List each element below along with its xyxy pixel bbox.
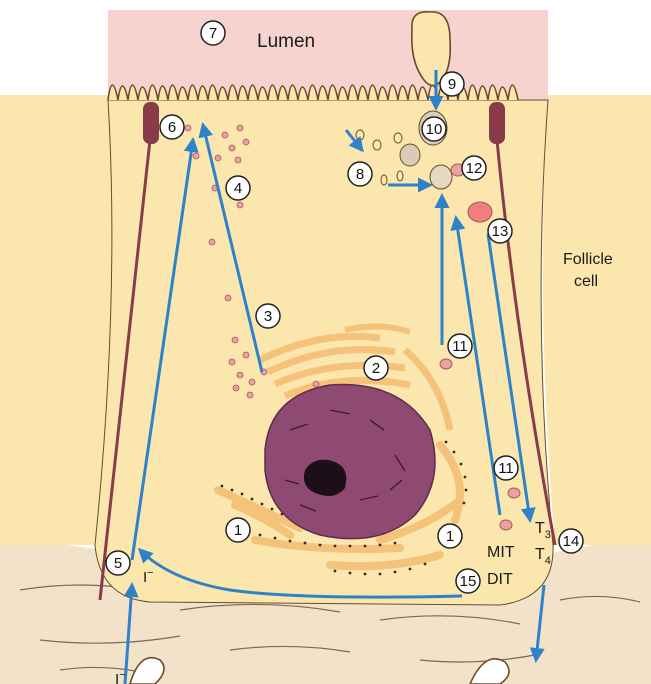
step-marker-5: 5 xyxy=(106,551,130,575)
step-marker-9: 9 xyxy=(440,72,464,96)
left-follicle-cell xyxy=(0,95,112,545)
step-marker-2: 2 xyxy=(364,356,388,380)
step-number: 13 xyxy=(492,223,509,240)
step-marker-1: 1 xyxy=(438,524,462,548)
step-marker-4: 4 xyxy=(226,176,250,200)
t3-subscript: 3 xyxy=(545,529,551,541)
t4-letter: T xyxy=(535,546,545,563)
step-marker-10: 10 xyxy=(422,117,446,141)
step-number: 14 xyxy=(563,533,580,550)
step-number: 10 xyxy=(426,121,443,138)
follicle-label-line2: cell xyxy=(574,273,598,290)
step-number: 6 xyxy=(168,119,176,136)
step-marker-7: 7 xyxy=(201,21,225,45)
nucleus xyxy=(265,385,435,539)
step-marker-3: 3 xyxy=(256,304,280,328)
step-number: 1 xyxy=(446,528,454,545)
step-marker-13: 13 xyxy=(488,219,512,243)
step-number: 9 xyxy=(448,76,456,93)
step-number: 7 xyxy=(209,25,217,42)
step-marker-8: 8 xyxy=(348,162,372,186)
step-number: 1 xyxy=(234,522,242,539)
step-number: 2 xyxy=(372,360,380,377)
lumen-label: Lumen xyxy=(257,31,315,52)
iodide-cell-charge: − xyxy=(147,567,153,579)
step-number: 12 xyxy=(466,160,483,177)
step-marker-6: 6 xyxy=(160,115,184,139)
step-number: 11 xyxy=(452,338,468,355)
mit-label: MIT xyxy=(487,544,515,561)
step-number: 5 xyxy=(114,555,122,572)
step-marker-15: 15 xyxy=(456,569,480,593)
step-marker-11: 11 xyxy=(494,456,518,480)
follicle-label-line1: Follicle xyxy=(563,251,613,268)
step-number: 11 xyxy=(498,460,514,477)
step-number: 15 xyxy=(460,573,477,590)
step-number: 4 xyxy=(234,180,242,197)
step-marker-11: 11 xyxy=(448,334,472,358)
step-marker-1: 1 xyxy=(226,518,250,542)
t3-letter: T xyxy=(535,520,545,537)
step-marker-12: 12 xyxy=(462,156,486,180)
step-marker-14: 14 xyxy=(559,529,583,553)
step-number: 3 xyxy=(264,308,272,325)
step-number: 8 xyxy=(356,166,364,183)
iodide-blood-charge: − xyxy=(119,669,125,681)
right-follicle-cell xyxy=(543,95,651,545)
dit-label: DIT xyxy=(487,571,513,588)
t4-subscript: 4 xyxy=(545,555,551,567)
